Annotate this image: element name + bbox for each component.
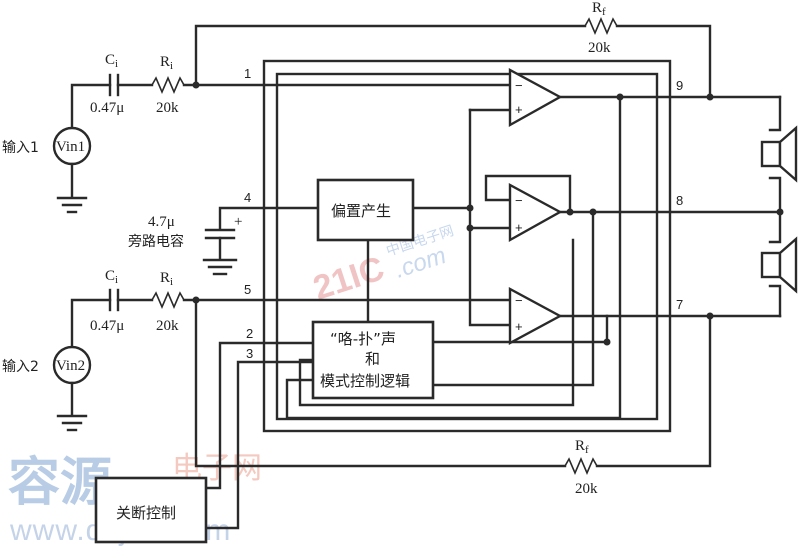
amp-3-plus: +: [515, 319, 523, 334]
resistor-ri-2-value: 20k: [156, 318, 179, 334]
rf-top-name: Rf: [592, 0, 606, 18]
pin-3: 3: [246, 346, 253, 361]
input-1-source-label: Vin1: [56, 139, 85, 155]
bypass-label: 旁路电容: [128, 233, 184, 250]
pin-7: 7: [676, 297, 683, 312]
popclick-label-line2: 和: [365, 350, 380, 368]
bias-generator-label: 偏置产生: [331, 202, 391, 220]
resistor-ri-2: [151, 290, 185, 310]
amplifier-1: − +: [508, 67, 563, 128]
bypass-plus-sign: +: [234, 214, 242, 230]
amp-1-minus: −: [515, 78, 523, 93]
amp-2-plus: +: [515, 220, 523, 235]
shutdown-control-block: 关断控制: [94, 476, 208, 544]
watermark-brand: 容源: [8, 453, 112, 513]
bias-generator-block: 偏置产生: [316, 178, 415, 242]
input-1-chain: Vin1 输入1 Ci 0.47μ Ri 20k 1: [2, 52, 266, 214]
pin-1: 1: [244, 66, 251, 81]
resistor-ri-2-name: Ri: [160, 270, 173, 288]
rf-bottom-value: 20k: [575, 481, 598, 497]
cap-ci-2-name: Ci: [105, 268, 118, 286]
amplifier-2: − +: [508, 182, 563, 243]
speaker-1: [760, 95, 798, 214]
input-2-source-label: Vin2: [56, 358, 85, 374]
rf-top-value: 20k: [588, 40, 611, 56]
amplifier-3: − +: [508, 286, 563, 346]
bypass-value: 4.7μ: [148, 214, 175, 230]
ic-outline: [262, 59, 672, 433]
amp-1-plus: +: [515, 102, 523, 117]
resistor-rf-top: [584, 16, 618, 36]
popclick-logic-block: “咯-扑”声 和 模式控制逻辑: [311, 320, 435, 400]
resistor-ri-1-name: Ri: [160, 54, 173, 72]
cap-ci-1-name: Ci: [105, 52, 118, 70]
cap-ci-1-value: 0.47μ: [90, 100, 124, 116]
pin-9: 9: [676, 78, 683, 93]
shutdown-control-label: 关断控制: [116, 504, 176, 522]
resistor-ri-1: [151, 75, 185, 95]
watermark: 容源 电子网 www.dzjuu.com 21IC .com 中国电子网: [8, 223, 456, 546]
internal-wiring: 2 3: [204, 83, 782, 530]
popclick-label-line1: “咯-扑”声: [330, 330, 396, 348]
input-2-chain: Vin2 输入2 Ci 0.47μ Ri 20k 5: [2, 268, 266, 432]
amp-3-minus: −: [515, 293, 523, 308]
feedback-rf-top: Rf 20k: [194, 0, 712, 99]
input-2-label: 输入2: [2, 359, 39, 375]
pin-2: 2: [246, 326, 253, 341]
speaker-2: [760, 210, 798, 318]
pin-5: 5: [244, 282, 251, 297]
bypass-capacitor: + 4.7μ 旁路电容 4: [128, 190, 266, 276]
input-1-label: 输入1: [2, 140, 39, 156]
cap-ci-2-value: 0.47μ: [90, 318, 124, 334]
popclick-label-line3: 模式控制逻辑: [320, 372, 410, 390]
resistor-ri-1-value: 20k: [156, 100, 179, 116]
pin-8: 8: [676, 193, 683, 208]
pin-4: 4: [244, 190, 251, 205]
amp-2-minus: −: [515, 193, 523, 208]
rf-bottom-name: Rf: [575, 438, 589, 456]
resistor-rf-bottom: [564, 456, 598, 476]
feedback-rf-bottom: Rf 20k: [194, 298, 712, 497]
